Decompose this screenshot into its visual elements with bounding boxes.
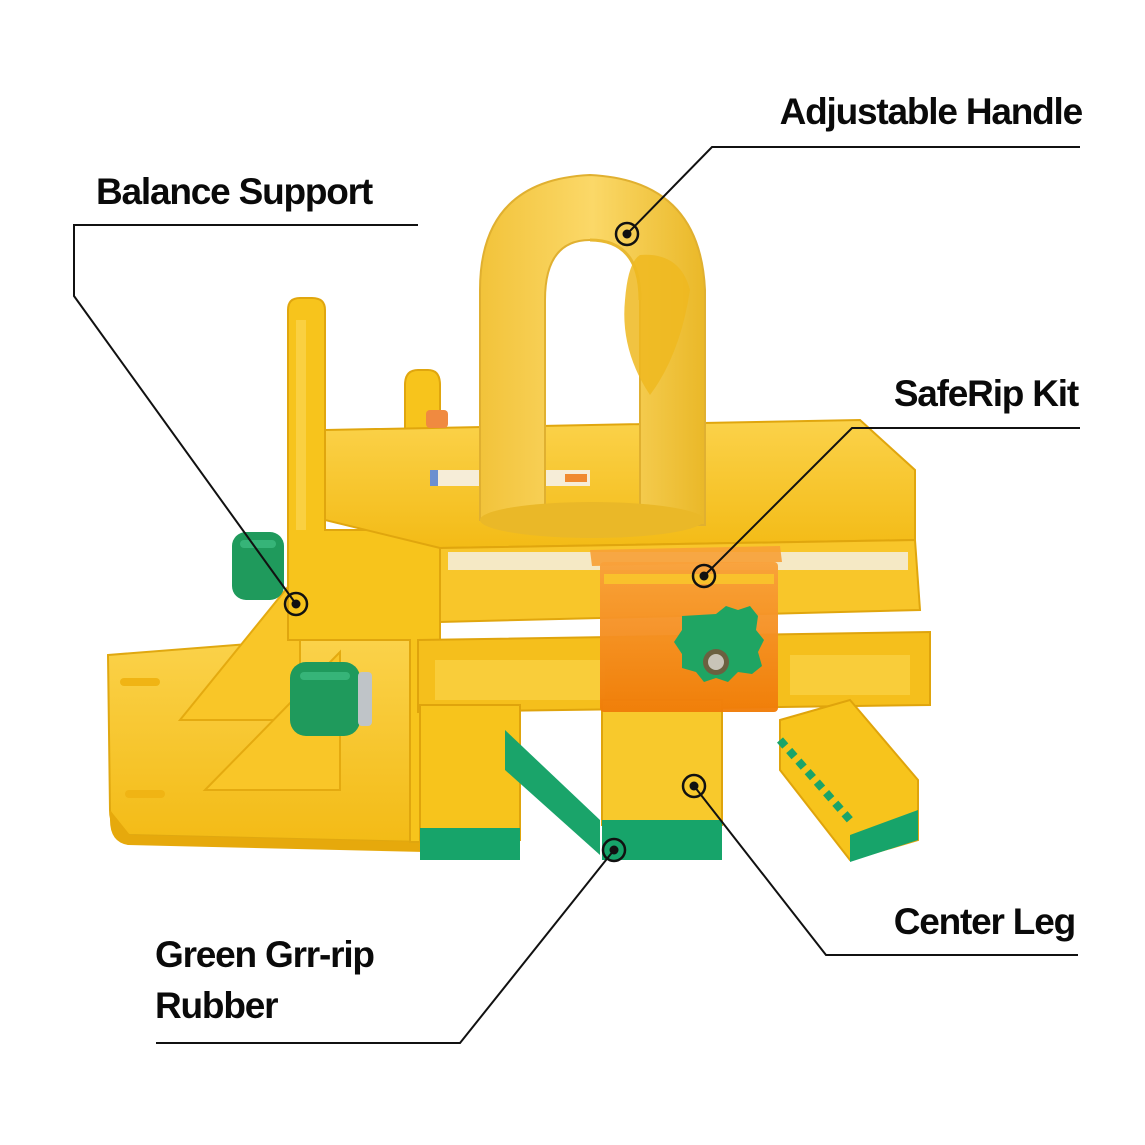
callout-markers: [283, 221, 717, 863]
leader-lines: [73, 146, 1080, 1044]
leader-green-rubber: [156, 849, 615, 1044]
marker-green-rubber: [601, 837, 627, 863]
marker-saferip-kit: [691, 563, 717, 589]
leader-center-leg: [693, 785, 1078, 956]
leader-adjustable-handle: [626, 146, 1080, 235]
label-center-leg: Center Leg: [893, 901, 1076, 942]
label-adjustable-handle: Adjustable Handle: [779, 91, 1084, 132]
center-leg-rubber: [602, 820, 722, 860]
marker-adjustable-handle: [614, 221, 640, 247]
label-green-grrrip-line1: Green Grr-rip: [155, 934, 375, 975]
center-leg-body: [601, 699, 723, 826]
saferip-kit: [590, 546, 782, 712]
knobs: [232, 532, 372, 736]
marker-center-leg: [681, 773, 707, 799]
leader-saferip-kit: [703, 427, 1080, 577]
leader-balance-support: [73, 224, 418, 605]
label-balance-support: Balance Support: [96, 171, 373, 212]
adjustable-handle: [479, 173, 706, 538]
label-saferip-kit: SafeRip Kit: [893, 373, 1079, 414]
legs: [419, 698, 919, 862]
label-green-grrrip-line2: Rubber: [155, 985, 279, 1026]
marker-balance-support: [283, 591, 309, 617]
